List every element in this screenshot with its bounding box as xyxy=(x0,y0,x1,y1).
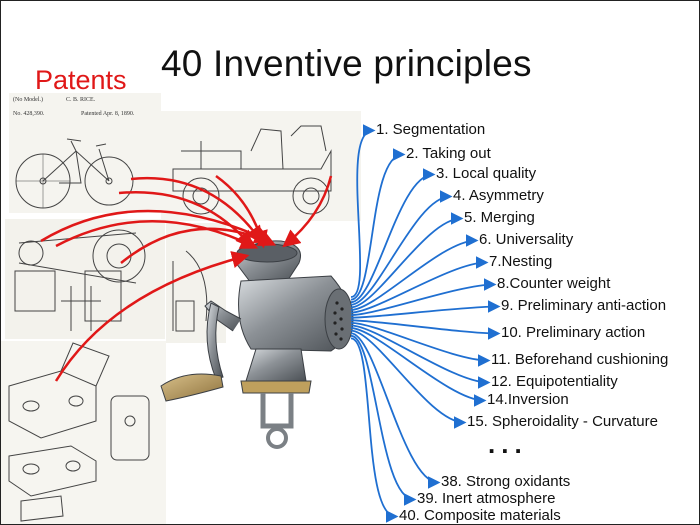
principle-arrow xyxy=(350,334,417,506)
patent-header-text-1: (No Model.) xyxy=(13,97,43,103)
device-patent-drawing xyxy=(166,223,226,343)
principle-arrows xyxy=(350,124,501,523)
principle-label: 5. Merging xyxy=(464,209,535,226)
principle-label: 11. Beforehand cushioning xyxy=(491,351,669,368)
patents-label: Patents xyxy=(35,65,127,95)
principle-arrow xyxy=(350,190,453,306)
principle-arrow xyxy=(350,168,436,304)
principle-label: 9. Preliminary anti-action xyxy=(501,297,667,314)
principle-arrow xyxy=(350,148,406,301)
principle-label: 39. Inert atmosphere xyxy=(417,490,556,507)
principle-arrow xyxy=(350,321,491,367)
principle-arrow xyxy=(350,212,464,309)
principle-label: 7.Nesting xyxy=(489,253,553,270)
principle-arrow xyxy=(350,337,399,523)
principle-label: 15. Spheroidality - Curvature xyxy=(467,413,658,430)
principle-arrow xyxy=(350,324,491,389)
principle-arrow xyxy=(350,278,497,317)
principle-arrow xyxy=(350,124,376,298)
principle-label: 40. Composite materials xyxy=(399,507,561,524)
principle-label: 4. Asymmetry xyxy=(453,187,544,204)
principle-arrow xyxy=(350,327,487,407)
patent-header-text-2: C. B. RICE. xyxy=(66,97,96,103)
principle-arrow xyxy=(350,256,489,314)
principle-arrow xyxy=(350,300,501,319)
vehicle-patent-drawing xyxy=(161,111,361,221)
meat-grinder xyxy=(160,240,354,449)
bicycle-patent-drawing xyxy=(9,93,161,213)
principle-arrow xyxy=(350,332,441,489)
patent-header-text-3: No. 428,390. xyxy=(13,111,45,117)
principle-arrow xyxy=(350,329,467,429)
principle-label: 1. Segmentation xyxy=(376,121,486,138)
principle-label: 3. Local quality xyxy=(436,165,537,182)
ellipsis: ... xyxy=(488,429,528,459)
principle-label: 10. Preliminary action xyxy=(501,324,646,341)
principle-arrow xyxy=(350,234,479,311)
principle-label: 6. Universality xyxy=(479,231,574,248)
slide-title: 40 Inventive principles xyxy=(161,43,532,84)
principle-label: 12. Equipotentiality xyxy=(491,373,618,390)
principle-arrow xyxy=(350,319,501,340)
principle-label: 2. Taking out xyxy=(406,145,491,162)
principle-label: 14.Inversion xyxy=(487,391,569,408)
patent-arrows xyxy=(40,174,333,382)
patent-header-text-4: Patented Apr. 8, 1890. xyxy=(81,111,135,117)
mechanism-patent-drawing xyxy=(5,219,165,339)
phones-patent-drawing xyxy=(1,341,166,524)
principle-label: 38. Strong oxidants xyxy=(441,473,571,490)
principle-label: 8.Counter weight xyxy=(497,275,611,292)
